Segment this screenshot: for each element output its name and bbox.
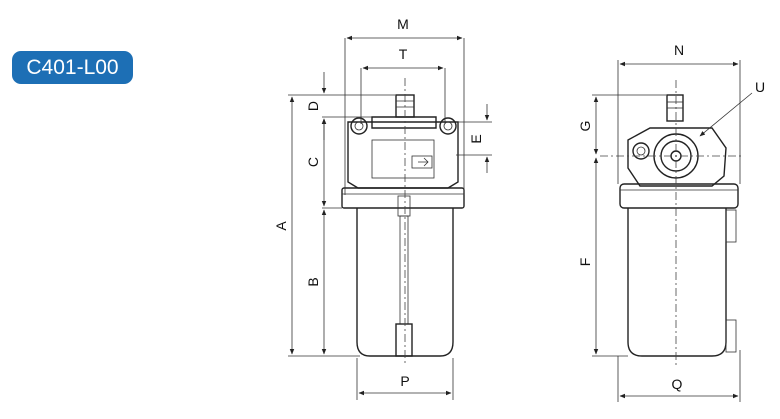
front-drain: [395, 323, 413, 357]
side-dimensions: N U G F Q: [577, 42, 765, 402]
front-dimensions: M T A D C B E P: [273, 16, 492, 400]
dim-label-N: N: [674, 42, 684, 58]
side-view: [600, 80, 742, 366]
side-bowl: [627, 208, 727, 357]
front-sight-tube: [399, 215, 409, 325]
front-view: [341, 78, 465, 364]
dim-label-A: A: [273, 221, 289, 231]
dim-leader-U: [699, 92, 753, 137]
front-left-boss: [350, 117, 368, 135]
side-clip-upper: [725, 209, 737, 243]
dim-label-U: U: [755, 79, 765, 95]
dim-label-B: B: [305, 277, 321, 286]
side-mount-hole: [632, 142, 650, 160]
dim-label-E: E: [468, 134, 484, 143]
side-collar: [619, 183, 739, 209]
side-clip-lower: [725, 319, 737, 353]
dim-label-C: C: [305, 157, 321, 167]
model-label-badge: C401-L00: [12, 51, 133, 84]
front-collar: [341, 187, 465, 209]
dim-label-P: P: [400, 373, 409, 389]
dim-label-M: M: [397, 16, 409, 32]
dim-label-D: D: [305, 101, 321, 111]
side-head-body: [627, 127, 727, 187]
front-right-boss: [439, 117, 457, 135]
dim-label-F: F: [577, 258, 593, 267]
dim-label-Q: Q: [672, 376, 683, 392]
dim-label-G: G: [577, 121, 593, 132]
dim-label-T: T: [399, 46, 408, 62]
